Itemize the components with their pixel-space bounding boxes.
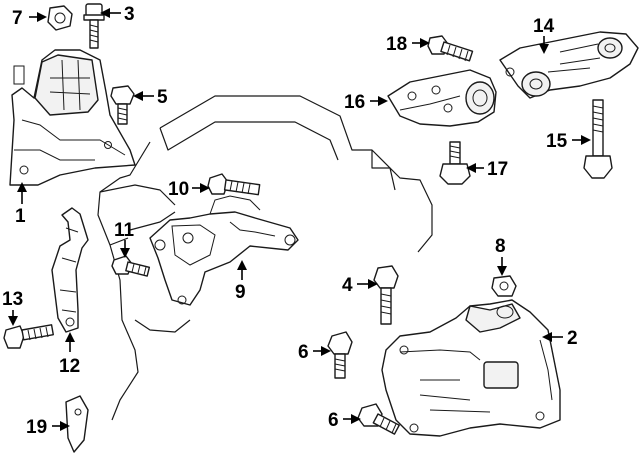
- callout-18: 18: [386, 34, 407, 55]
- part-13-bolt: [3, 324, 54, 349]
- callout-12: 12: [59, 356, 80, 377]
- callout-6-upper: 6: [298, 342, 309, 363]
- part-6-bolt-upper: [327, 331, 353, 379]
- engine-block-outline: [97, 95, 433, 421]
- part-2-right-engine-mount: [381, 299, 561, 437]
- part-11-bolt: [111, 255, 151, 277]
- part-5-bolt: [110, 85, 135, 125]
- part-15-bolt: [583, 99, 613, 179]
- callout-17: 17: [487, 159, 508, 180]
- callout-19: 19: [26, 417, 47, 438]
- part-16-upper-bracket: [387, 69, 497, 127]
- part-12-stay-rod: [51, 207, 89, 333]
- callout-leaders: [8, 8, 591, 431]
- callout-1: 1: [15, 206, 26, 227]
- callout-16: 16: [344, 92, 365, 113]
- callout-7: 7: [12, 8, 23, 29]
- part-17-bolt: [439, 141, 471, 185]
- callout-13: 13: [2, 289, 23, 310]
- callout-2: 2: [567, 328, 578, 349]
- callout-15: 15: [546, 131, 568, 152]
- part-8-nut: [491, 275, 517, 297]
- callout-5: 5: [157, 87, 168, 108]
- part-9-bracket: [149, 195, 299, 306]
- callout-8: 8: [495, 236, 506, 257]
- part-18-bolt: [427, 35, 474, 62]
- part-10-bolt: [207, 173, 261, 196]
- part-1-left-mount-bracket: [9, 49, 136, 186]
- part-4-bolt: [373, 265, 399, 325]
- part-19-clip: [65, 395, 89, 453]
- callout-9: 9: [235, 282, 246, 303]
- part-3-bolt: [83, 3, 105, 49]
- callout-labels: 1 2 3 4 5 6 6 7 8 9 10 11 12 13 14 15 16…: [2, 4, 578, 438]
- part-7-nut: [47, 5, 73, 31]
- part-6-bolt-lower: [357, 403, 400, 435]
- callout-11: 11: [114, 220, 135, 241]
- part-14-torque-rod: [499, 31, 639, 99]
- callout-4: 4: [342, 275, 353, 296]
- callout-3: 3: [124, 4, 135, 25]
- callout-6-lower: 6: [328, 410, 339, 431]
- callout-10: 10: [168, 179, 189, 200]
- callout-14: 14: [533, 16, 555, 37]
